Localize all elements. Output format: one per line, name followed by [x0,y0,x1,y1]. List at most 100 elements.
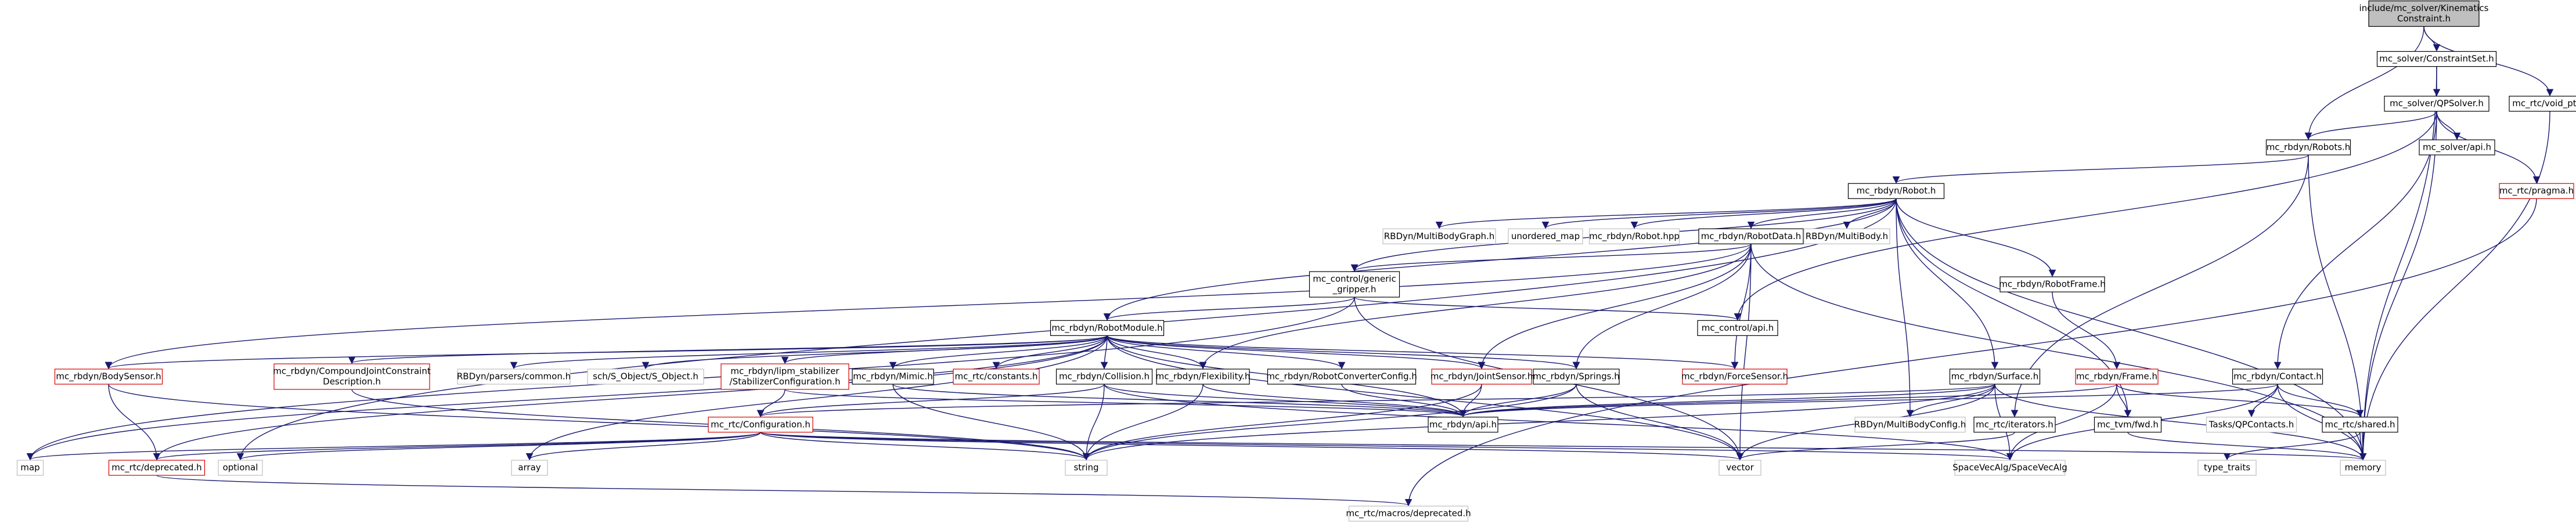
node-sch[interactable]: sch/S_Object/S_Object.h [587,368,704,385]
node-box[interactable] [1267,368,1417,385]
node-box[interactable] [2509,96,2576,112]
node-typetraits[interactable]: type_traits [2197,460,2257,476]
node-memory[interactable]: memory [2340,460,2386,476]
node-box[interactable] [2419,139,2495,156]
node-macrosdep[interactable]: mc_rtc/macros/deprecated.h [1346,505,1471,522]
node-box[interactable] [1382,228,1496,244]
node-mbgraph[interactable]: RBDyn/MultiBodyGraph.h [1382,228,1496,244]
node-shared[interactable]: mc_rtc/shared.h [2322,417,2398,433]
node-box[interactable] [108,460,206,476]
node-box[interactable] [511,460,548,476]
node-vector[interactable]: vector [1718,460,1761,476]
node-deprecated[interactable]: mc_rtc/deprecated.h [108,460,206,476]
node-robotmodule[interactable]: mc_rbdyn/RobotModule.h [1050,320,1165,336]
node-contact[interactable]: mc_rbdyn/Contact.h [2232,368,2323,385]
node-constants[interactable]: mc_rtc/constants.h [953,368,1040,385]
node-controlapi[interactable]: mc_control/api.h [1697,320,1778,336]
node-robothpp[interactable]: mc_rbdyn/Robot.hpp [1588,228,1680,244]
node-voidptr[interactable]: mc_rtc/void_ptr.h [2509,96,2576,112]
node-box[interactable] [1803,228,1890,244]
node-box[interactable] [457,368,571,385]
node-mimic[interactable]: mc_rbdyn/Mimic.h [852,368,934,385]
node-multibody[interactable]: RBDyn/MultiBody.h [1803,228,1890,244]
node-fwd[interactable]: mc_tvm/fwd.h [2094,417,2162,433]
node-box[interactable] [1718,460,1761,476]
node-box[interactable] [2265,139,2351,156]
node-box[interactable] [1588,228,1680,244]
node-box[interactable] [2094,417,2162,433]
node-box[interactable] [1954,460,2066,476]
node-iterators[interactable]: mc_rtc/iterators.h [1973,417,2056,433]
node-forcesensor[interactable]: mc_rbdyn/ForceSensor.h [1681,368,1788,385]
node-robot[interactable]: mc_rbdyn/Robot.h [1847,183,1945,199]
node-box[interactable] [1428,417,1498,433]
node-box[interactable] [2075,368,2159,385]
node-collision[interactable]: mc_rbdyn/Collision.h [1055,368,1153,385]
node-surface[interactable]: mc_rbdyn/Surface.h [1949,368,2041,385]
node-box[interactable] [953,368,1040,385]
node-box[interactable] [720,363,849,390]
node-map[interactable]: map [16,460,44,476]
node-box[interactable] [54,368,163,385]
node-box[interactable] [2384,96,2489,112]
node-box[interactable] [2322,417,2398,433]
node-rbdynapi[interactable]: mc_rbdyn/api.h [1428,417,1498,433]
node-mbconfig[interactable]: RBDyn/MultiBodyConfig.h [1854,417,1966,433]
node-box[interactable] [1973,417,2056,433]
node-box[interactable] [2499,183,2574,199]
node-robotdata[interactable]: mc_rbdyn/RobotData.h [1698,228,1804,244]
node-pragma[interactable]: mc_rtc/pragma.h [2499,183,2574,199]
node-box[interactable] [2197,460,2257,476]
node-lipm[interactable]: mc_rbdyn/lipm_stabilizer/StabilizerConfi… [720,363,849,390]
node-box[interactable] [2232,368,2323,385]
node-constraintset[interactable]: mc_solver/ConstraintSet.h [2376,50,2497,67]
node-box[interactable] [708,417,813,433]
node-string[interactable]: string [1065,460,1108,476]
node-qpcontacts[interactable]: Tasks/QPContacts.h [2206,417,2297,433]
node-bodysensor[interactable]: mc_rbdyn/BodySensor.h [54,368,163,385]
node-compound[interactable]: mc_rbdyn/CompoundJointConstraintDescript… [273,363,431,390]
node-solverapi[interactable]: mc_solver/api.h [2419,139,2495,156]
node-robots[interactable]: mc_rbdyn/Robots.h [2265,139,2351,156]
node-box[interactable] [1065,460,1108,476]
node-box[interactable] [2340,460,2386,476]
node-flexibility[interactable]: mc_rbdyn/Flexibility.h [1156,368,1251,385]
node-box[interactable] [587,368,704,385]
node-box[interactable] [16,460,44,476]
node-converter[interactable]: mc_rbdyn/RobotConverterConfig.h [1266,368,1417,385]
node-gripper[interactable]: mc_control/generic_gripper.h [1309,271,1400,298]
node-box[interactable] [1697,320,1778,336]
node-box[interactable] [2368,0,2480,27]
node-frame[interactable]: mc_rbdyn/Frame.h [2075,368,2159,385]
node-configuration[interactable]: mc_rtc/Configuration.h [708,417,813,433]
node-box[interactable] [1050,320,1165,336]
node-springs[interactable]: mc_rbdyn/Springs.h [1533,368,1620,385]
node-qpsolver[interactable]: mc_solver/QPSolver.h [2384,96,2489,112]
node-box[interactable] [2376,50,2497,67]
node-box[interactable] [1847,183,1945,199]
node-array[interactable]: array [511,460,548,476]
node-box[interactable] [1999,276,2105,292]
node-box[interactable] [852,368,934,385]
node-box[interactable] [1156,368,1250,385]
node-optional[interactable]: optional [218,460,263,476]
node-box[interactable] [1055,368,1153,385]
node-parsers[interactable]: RBDyn/parsers/common.h [457,368,571,385]
node-box[interactable] [1533,368,1620,385]
node-spacevec[interactable]: SpaceVecAlg/SpaceVecAlg [1952,460,2067,476]
node-jointsensor[interactable]: mc_rbdyn/JointSensor.h [1431,368,1533,385]
node-box[interactable] [1508,228,1583,244]
node-umap[interactable]: unordered_map [1508,228,1583,244]
node-box[interactable] [1309,271,1400,298]
node-box[interactable] [1682,368,1788,385]
node-box[interactable] [2206,417,2297,433]
node-robotframe[interactable]: mc_rbdyn/RobotFrame.h [1999,276,2106,292]
node-box[interactable] [1854,417,1966,433]
node-box[interactable] [1698,228,1804,244]
node-box[interactable] [273,363,430,390]
node-box[interactable] [1431,368,1532,385]
node-box[interactable] [218,460,263,476]
node-box[interactable] [1348,505,1469,522]
node-box[interactable] [1949,368,2041,385]
